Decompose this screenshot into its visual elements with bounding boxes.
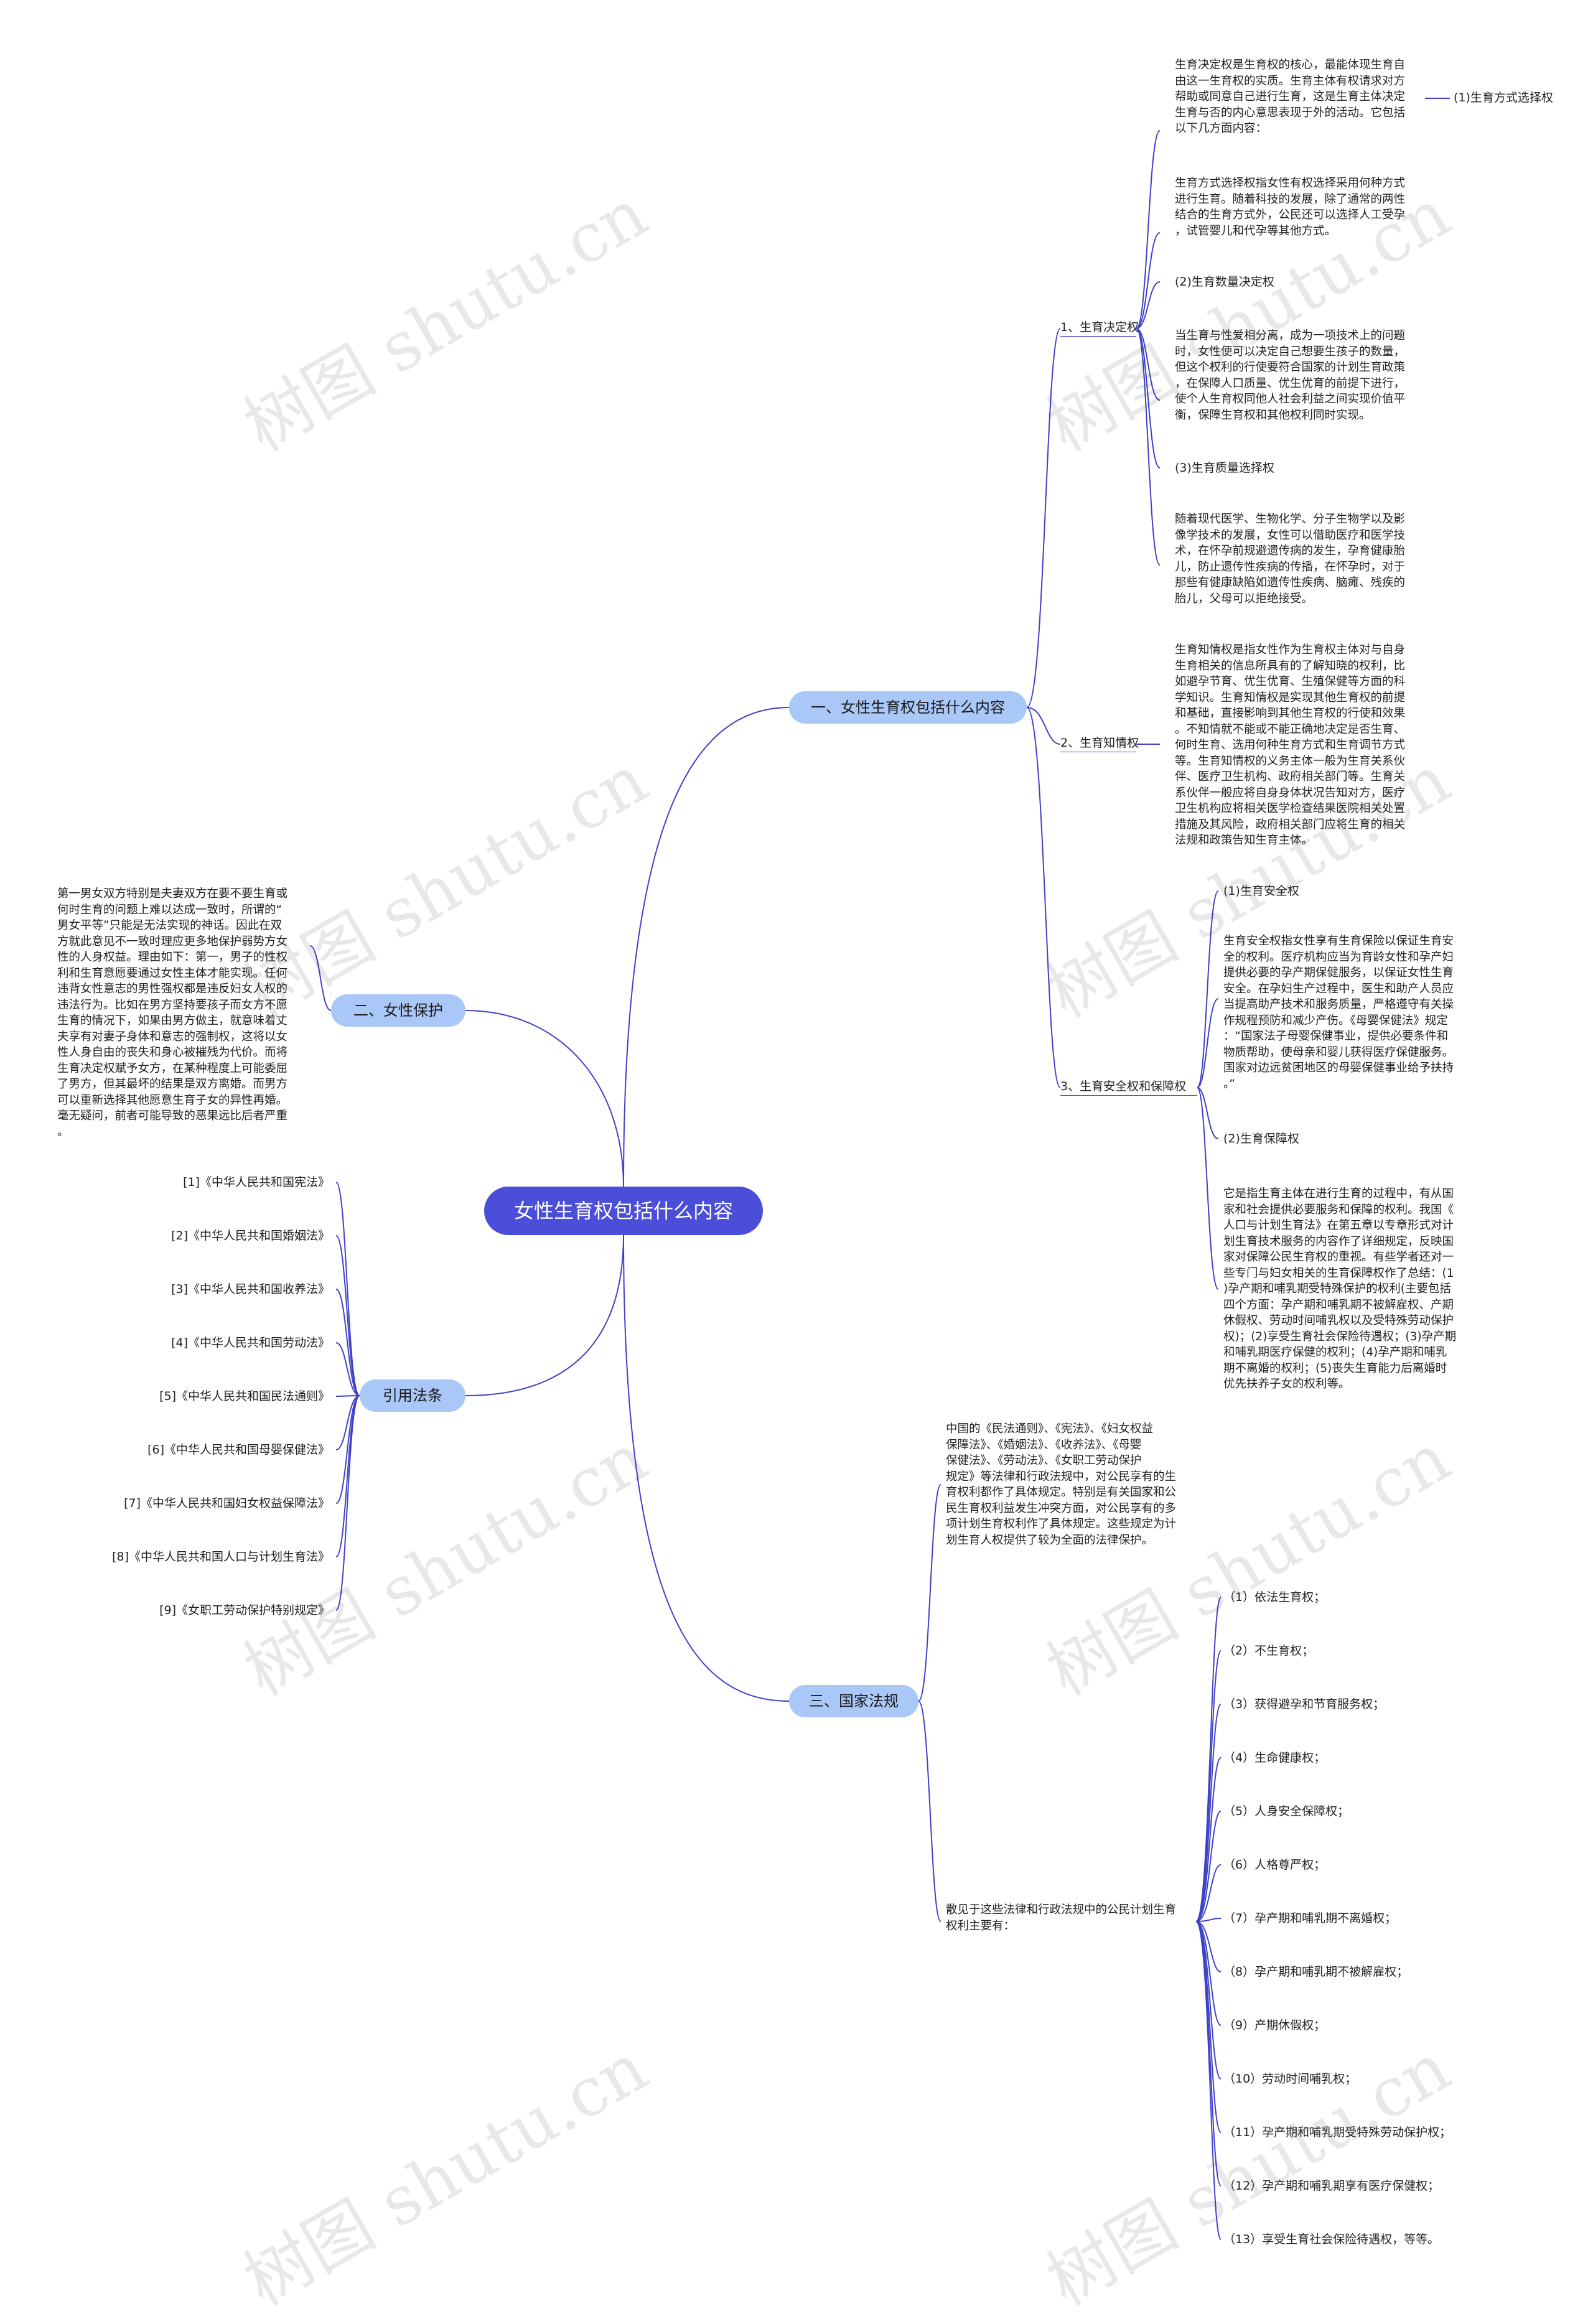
decide-intro-text: 生育决定权是生育权的核心，最能体现生育自由这一生育权的实质。生育主体有权请求对方… bbox=[1175, 58, 1406, 135]
node-safety-guard-right[interactable]: 3、生育安全权和保障权 bbox=[1060, 1080, 1187, 1093]
regulations-summary-text: 散见于这些法律和行政法规中的公民计划生育权利主要有： bbox=[946, 1903, 1177, 1933]
node-know-right[interactable]: 2、生育知情权 bbox=[1060, 736, 1139, 750]
right-item[interactable]: （13）享受生育社会保险待遇权，等等。 bbox=[1223, 2233, 1440, 2246]
know-right-text: 生育知情权是指女性作为生育权主体对与自身生育相关的信息所具有的了解知晓的权利，比… bbox=[1175, 643, 1406, 847]
branch-female-protection[interactable]: 二、女性保护 bbox=[331, 994, 465, 1027]
node-decide-right[interactable]: 1、生育决定权 bbox=[1060, 320, 1139, 334]
branch-cited-laws[interactable]: 引用法条 bbox=[360, 1379, 465, 1412]
method-choice-tag[interactable]: (1)生育方式选择权 bbox=[1454, 91, 1553, 105]
law-item[interactable]: [2]《中华人民共和国婚姻法》 bbox=[171, 1229, 330, 1243]
right-item[interactable]: （4）生命健康权； bbox=[1223, 1751, 1326, 1765]
branch-national-regulations[interactable]: 三、国家法规 bbox=[789, 1685, 918, 1717]
edge-b1-know bbox=[1026, 707, 1061, 745]
law-item[interactable]: [4]《中华人民共和国劳动法》 bbox=[171, 1336, 330, 1350]
safety-right-title[interactable]: (1)生育安全权 bbox=[1223, 884, 1299, 898]
law-item[interactable]: [9]《女职工劳动保护特别规定》 bbox=[159, 1603, 330, 1617]
right-item[interactable]: （1）依法生育权； bbox=[1223, 1590, 1326, 1604]
right-item[interactable]: （11）孕产期和哺乳期受特殊劳动保护权； bbox=[1223, 2126, 1452, 2139]
right-item[interactable]: （10）劳动时间哺乳权； bbox=[1223, 2072, 1357, 2086]
count-decide-text: 当生育与性爱相分离，成为一项技术上的问题时，女性便可以决定自己想要生孩子的数量，… bbox=[1175, 329, 1406, 422]
right-item[interactable]: （2）不生育权； bbox=[1223, 1644, 1314, 1658]
law-item[interactable]: [3]《中华人民共和国收养法》 bbox=[171, 1282, 330, 1296]
law-item[interactable]: [5]《中华人民共和国民法通则》 bbox=[159, 1389, 330, 1403]
edge-root-b3 bbox=[465, 1234, 624, 1396]
right-item[interactable]: （5）人身安全保障权； bbox=[1223, 1804, 1350, 1818]
edge-root-b4 bbox=[623, 1234, 790, 1702]
law-item[interactable]: [7]《中华人民共和国妇女权益保障法》 bbox=[124, 1496, 330, 1510]
regulations-intro-text: 中国的《民法通则》、《宪法》、《妇女权益保障法》、《婚姻法》、《收养法》、《母婴… bbox=[946, 1422, 1177, 1547]
guarantee-right-title[interactable]: (2)生育保障权 bbox=[1223, 1132, 1299, 1146]
safety-right-text: 生育安全权指女性享有生育保险以保证生育安全的权利。医疗机构应当为育龄女性和孕产妇… bbox=[1223, 935, 1454, 1091]
law-item[interactable]: [8]《中华人民共和国人口与计划生育法》 bbox=[112, 1550, 330, 1564]
edge-root-b2 bbox=[465, 1010, 624, 1187]
quality-choice-title[interactable]: (3)生育质量选择权 bbox=[1175, 461, 1274, 475]
edge-b1-safe bbox=[1026, 707, 1061, 1088]
root-topic[interactable]: 女性生育权包括什么内容 bbox=[484, 1187, 763, 1235]
branch-rights-content[interactable]: 一、女性生育权包括什么内容 bbox=[789, 691, 1027, 724]
right-item[interactable]: （8）孕产期和哺乳期不被解雇权； bbox=[1223, 1965, 1409, 1979]
method-choice-text: 生育方式选择权指女性有权选择采用何种方式进行生育。随着科技的发展，除了通常的两性… bbox=[1175, 177, 1406, 238]
guarantee-right-text: 它是指生育主体在进行生育的过程中，有从国家和社会提供必要服务和保障的权利。我国《… bbox=[1223, 1187, 1457, 1391]
female-protection-text: 第一男女双方特别是夫妻双方在要不要生育或何时生育的问题上难以达成一致时，所谓的“… bbox=[57, 887, 288, 1139]
right-item[interactable]: （3）获得避孕和节育服务权； bbox=[1223, 1697, 1385, 1711]
right-item[interactable]: （9）产期休假权； bbox=[1223, 2018, 1326, 2032]
right-item[interactable]: （6）人格尊严权； bbox=[1223, 1858, 1326, 1872]
right-item[interactable]: （12）孕产期和哺乳期享有医疗保健权； bbox=[1223, 2179, 1440, 2193]
right-item[interactable]: （7）孕产期和哺乳期不离婚权； bbox=[1223, 1911, 1397, 1925]
count-decide-title[interactable]: (2)生育数量决定权 bbox=[1175, 275, 1274, 289]
edge-root-b1 bbox=[623, 707, 790, 1187]
edge-b1-decide bbox=[1026, 328, 1061, 708]
quality-choice-text: 随着现代医学、生物化学、分子生物学以及影像学技术的发展，女性可以借助医疗和医学技… bbox=[1175, 513, 1406, 605]
law-item[interactable]: [6]《中华人民共和国母婴保健法》 bbox=[147, 1443, 330, 1457]
law-item[interactable]: [1]《中华人民共和国宪法》 bbox=[183, 1175, 330, 1189]
